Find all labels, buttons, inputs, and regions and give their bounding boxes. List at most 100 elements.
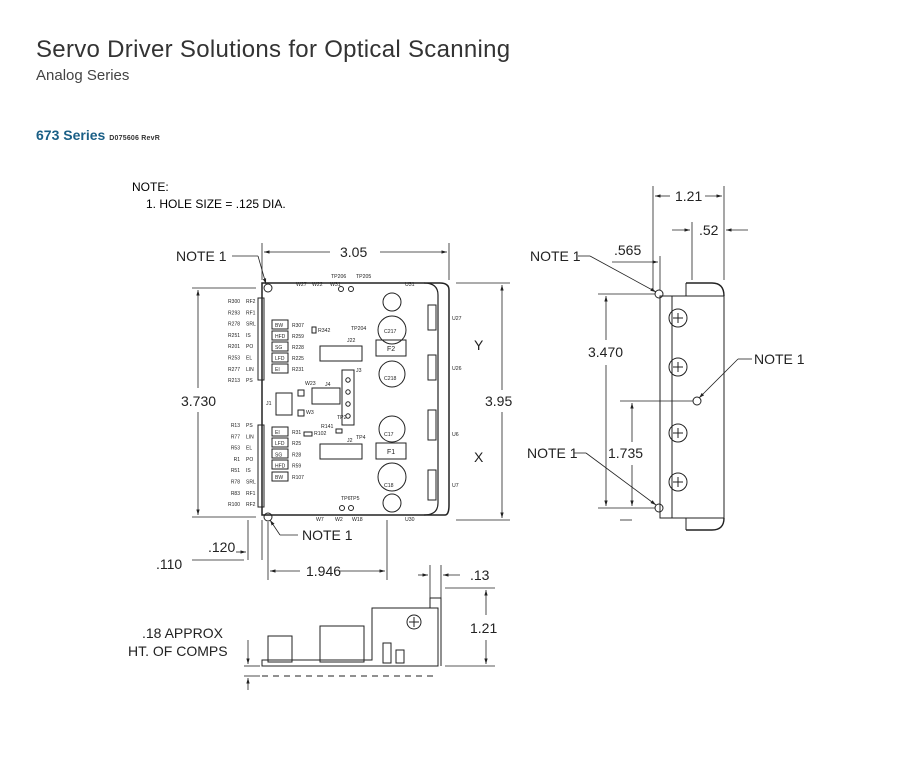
label-tp2: TP2 bbox=[337, 415, 347, 421]
upper-box-4: EI bbox=[275, 367, 280, 373]
label-tp4: TP4 bbox=[356, 435, 366, 441]
lower-box-3: HFD bbox=[275, 464, 286, 470]
label-c17: C17 bbox=[384, 432, 394, 438]
dim-board-height: 3.730 bbox=[181, 393, 216, 409]
label-u26: U26 bbox=[452, 366, 462, 372]
label-j4: J4 bbox=[325, 382, 331, 388]
upper-box-0: BW bbox=[275, 323, 283, 329]
lower-sig-1: LIN bbox=[246, 434, 254, 440]
dim-comp-height-1: .18 APPROX bbox=[142, 625, 224, 641]
label-f2: F2 bbox=[387, 346, 395, 353]
lower-sig-3: PO bbox=[246, 457, 253, 463]
upper-ref-6: R277 bbox=[228, 367, 240, 373]
doc-number: D075606 RevR bbox=[109, 135, 160, 142]
dim-hole-spacing: 1.946 bbox=[306, 563, 341, 579]
upper-res-1: R259 bbox=[292, 334, 304, 340]
upper-sig-2: SRL bbox=[246, 322, 256, 328]
label-w18: W18 bbox=[352, 517, 363, 523]
bracket-end-view bbox=[654, 282, 725, 531]
reference-designators: R300R293R278R251R201R253R277R213RF2RF1SR… bbox=[228, 299, 304, 508]
lower-box-1: LFD bbox=[275, 441, 285, 447]
upper-sig-5: EL bbox=[246, 356, 252, 362]
lower-ref-4: R51 bbox=[231, 468, 240, 474]
label-r102: R102 bbox=[314, 431, 327, 437]
lower-ref-6: R83 bbox=[231, 491, 240, 497]
dim-side-depth: 1.21 bbox=[675, 188, 702, 204]
note-heading: NOTE: bbox=[132, 180, 169, 194]
label-u7: U7 bbox=[452, 483, 459, 489]
board-side-view bbox=[261, 597, 442, 677]
callout-note1-e: NOTE 1 bbox=[527, 445, 578, 461]
dim-bracket-thickness: .13 bbox=[470, 567, 490, 583]
callout-note1-b: NOTE 1 bbox=[302, 527, 353, 543]
lower-res-3: R59 bbox=[292, 464, 301, 470]
label-u27: U27 bbox=[452, 316, 462, 322]
upper-ref-5: R253 bbox=[228, 356, 240, 362]
dim-hole-offset-y: .110 bbox=[156, 556, 182, 572]
label-w27: W27 bbox=[296, 282, 307, 288]
upper-sig-3: IS bbox=[246, 333, 251, 339]
upper-sig-7: PS bbox=[246, 378, 253, 384]
lower-box-2: SG bbox=[275, 452, 282, 458]
dim-side-hole-x: .565 bbox=[614, 242, 641, 258]
upper-ref-4: R201 bbox=[228, 344, 240, 350]
label-tp204: TP204 bbox=[351, 326, 366, 332]
label-u6: U6 bbox=[452, 432, 459, 438]
lower-ref-7: R100 bbox=[228, 502, 240, 508]
label-w23: W23 bbox=[305, 381, 316, 387]
lower-ref-0: R13 bbox=[231, 423, 240, 429]
upper-res-3: R225 bbox=[292, 356, 304, 362]
label-w3: W3 bbox=[306, 410, 314, 416]
dim-side-hole-span: 3.470 bbox=[588, 344, 623, 360]
board-top-view bbox=[257, 282, 450, 522]
label-w31: W31 bbox=[330, 282, 341, 288]
label-u30: U30 bbox=[405, 517, 415, 523]
lower-ref-1: R77 bbox=[231, 434, 240, 440]
axis-y-label: Y bbox=[474, 337, 484, 353]
upper-ref-7: R213 bbox=[228, 378, 240, 384]
label-tp205: TP205 bbox=[356, 274, 371, 280]
lower-ref-3: R1 bbox=[234, 457, 241, 463]
series-name: 673 Series bbox=[36, 127, 106, 143]
label-w2: W2 bbox=[335, 517, 343, 523]
callout-note1-c: NOTE 1 bbox=[530, 248, 581, 264]
dim-side-hole-mid: 1.735 bbox=[608, 445, 643, 461]
lower-res-0: R31 bbox=[292, 430, 301, 436]
lower-box-4: BW bbox=[275, 475, 283, 481]
label-tp206: TP206 bbox=[331, 274, 346, 280]
upper-ref-1: R293 bbox=[228, 310, 240, 316]
lower-sig-5: SRL bbox=[246, 480, 256, 486]
label-u31: U31 bbox=[405, 282, 415, 288]
mount-hole-top bbox=[263, 283, 273, 293]
label-j3: J3 bbox=[356, 368, 362, 374]
dim-board-width: 3.05 bbox=[340, 244, 367, 260]
dim-hole-offset-x: .120 bbox=[208, 539, 235, 555]
upper-sig-4: PO bbox=[246, 344, 253, 350]
upper-sig-0: RF2 bbox=[246, 299, 256, 305]
upper-res-4: R231 bbox=[292, 367, 304, 373]
lower-ref-5: R78 bbox=[231, 480, 240, 486]
dim-side-offset: .52 bbox=[699, 222, 719, 238]
lower-res-4: R107 bbox=[292, 475, 304, 481]
upper-sig-1: RF1 bbox=[246, 310, 256, 316]
page-title: Servo Driver Solutions for Optical Scann… bbox=[36, 36, 511, 63]
upper-box-1: HFD bbox=[275, 334, 286, 340]
label-r342: R342 bbox=[318, 328, 331, 334]
label-j22: J22 bbox=[347, 338, 355, 344]
label-w7: W7 bbox=[316, 517, 324, 523]
callout-note1-a: NOTE 1 bbox=[176, 248, 227, 264]
label-tp5: TP5 bbox=[350, 496, 360, 502]
lower-sig-0: PS bbox=[246, 423, 253, 429]
upper-ref-2: R278 bbox=[228, 322, 240, 328]
dim-side-height: 1.21 bbox=[470, 620, 497, 636]
callout-note1-d: NOTE 1 bbox=[754, 351, 805, 367]
label-c218: C218 bbox=[384, 376, 397, 382]
label-f1: F1 bbox=[387, 449, 395, 456]
label-w22: W22 bbox=[312, 282, 323, 288]
label-tp6: TP6 bbox=[341, 496, 351, 502]
upper-ref-3: R251 bbox=[228, 333, 240, 339]
upper-res-2: R228 bbox=[292, 345, 304, 351]
lower-box-0: EI bbox=[275, 430, 280, 436]
lower-res-1: R25 bbox=[292, 441, 301, 447]
